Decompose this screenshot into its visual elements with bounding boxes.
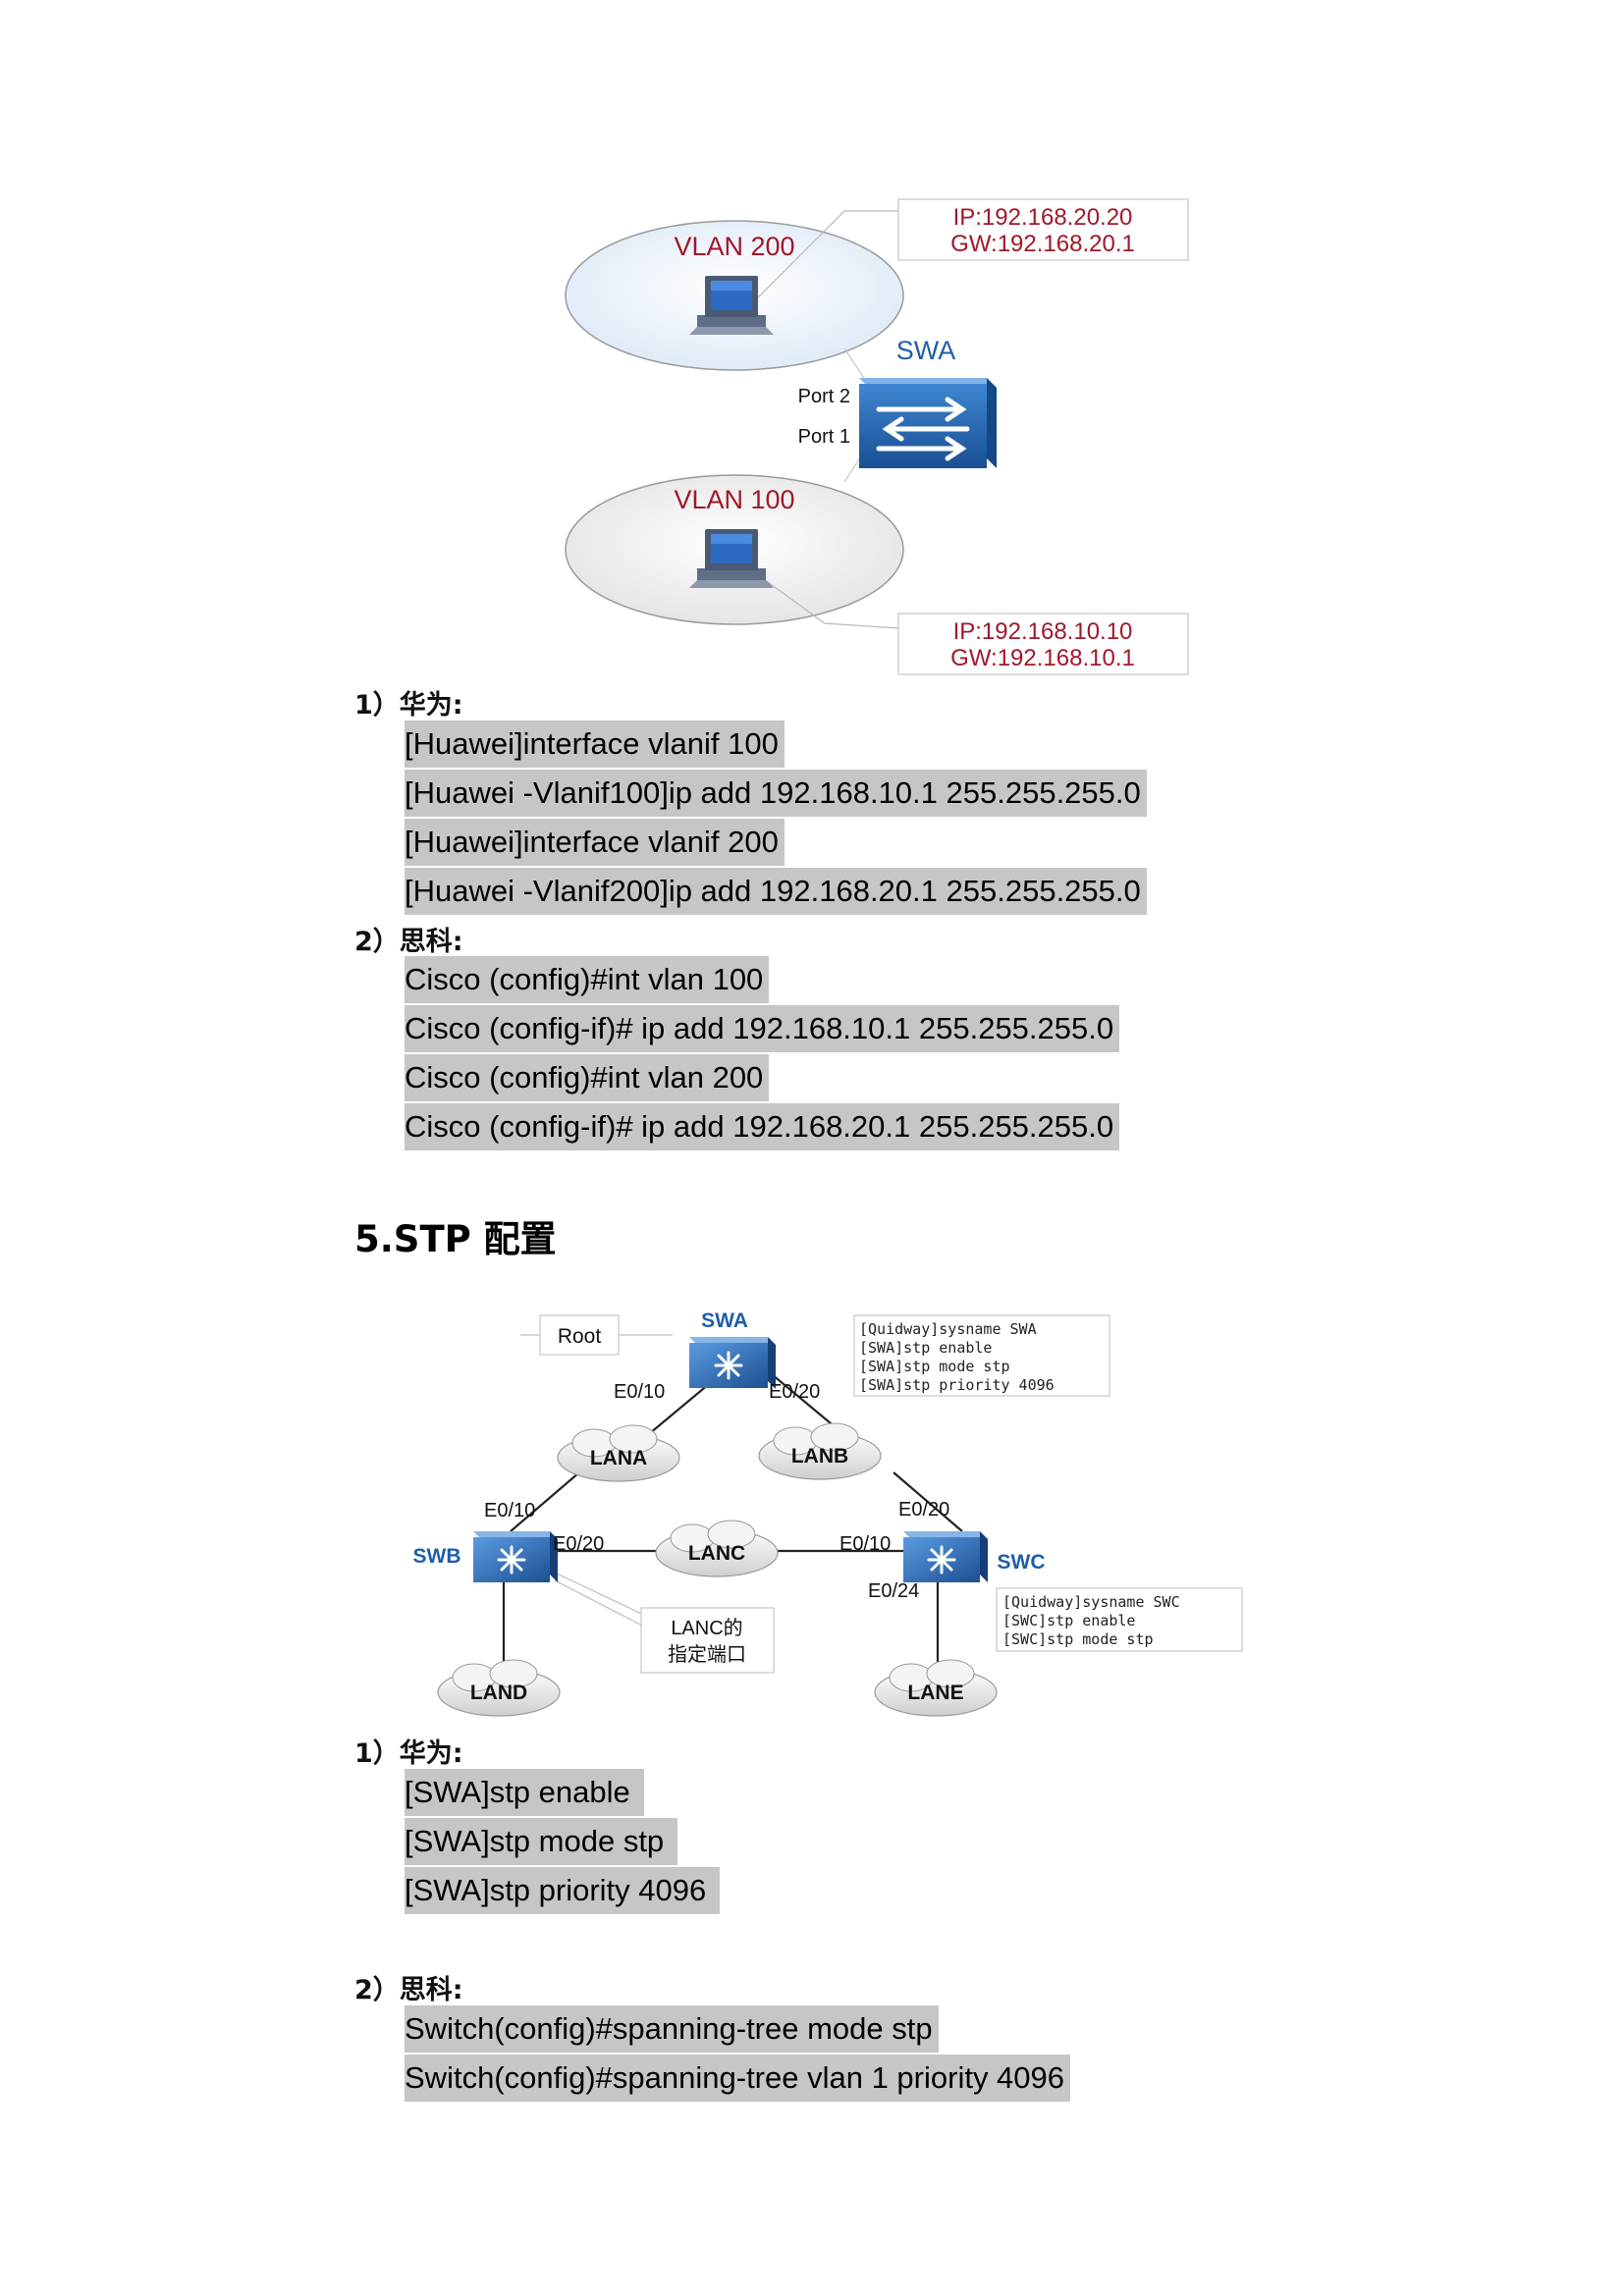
swa-label: SWA [701, 1309, 748, 1332]
port2-label: Port 2 [798, 386, 850, 407]
section1-huawei-line-2: [Huawei -Vlanif100]ip add 192.168.10.1 2… [405, 770, 1147, 817]
section1-cisco-line-4: Cisco (config-if)# ip add 192.168.20.1 2… [405, 1103, 1120, 1150]
lanb-label: LANB [791, 1445, 848, 1468]
callout-bottom-gw: GW:192.168.10.1 [950, 645, 1135, 671]
section1-cisco-line-2: Cisco (config-if)# ip add 192.168.10.1 2… [405, 1005, 1120, 1052]
swc-config-line-1: [Quidway]sysname SWC [1002, 1593, 1180, 1611]
switch-icon-swa [859, 378, 997, 468]
section1-huawei-line-1: [Huawei]interface vlanif 100 [405, 721, 785, 768]
section2-cisco-line-1: Switch(config)#spanning-tree mode stp [405, 2005, 939, 2053]
vlan200-label: VLAN 200 [674, 232, 794, 261]
swa-config-line-3: [SWA]stp mode stp [859, 1358, 1010, 1375]
swa-port-e020: E0/20 [769, 1381, 820, 1403]
cloud-icon-lana [557, 1424, 680, 1482]
swc-port-e020: E0/20 [898, 1499, 949, 1521]
switch-icon-swa [689, 1337, 776, 1389]
port1-label: Port 1 [798, 426, 850, 448]
section1-huawei-line-3: [Huawei]interface vlanif 200 [405, 819, 785, 866]
section1-cisco-line-3: Cisco (config)#int vlan 200 [405, 1054, 770, 1101]
switch-icon-swb [473, 1531, 558, 1582]
section1-cisco-label: 2）思科: [354, 927, 463, 957]
callout-top-ip: IP:192.168.20.20 [953, 204, 1133, 231]
cloud-icon-lane [874, 1659, 998, 1717]
cloud-icon-lanb [758, 1422, 882, 1480]
section2-huawei-line-3: [SWA]stp priority 4096 [405, 1867, 721, 1914]
swa-config-line-2: [SWA]stp enable [859, 1339, 992, 1357]
computer-icon-vlan100 [689, 529, 774, 588]
swc-config-line-2: [SWC]stp enable [1002, 1612, 1135, 1629]
lanc-label: LANC [688, 1542, 745, 1565]
section1-huawei-line-4: [Huawei -Vlanif200]ip add 192.168.20.1 2… [405, 868, 1147, 915]
swb-port-e020: E0/20 [553, 1533, 604, 1555]
swa-port-e010: E0/10 [614, 1381, 665, 1403]
swc-port-e010: E0/10 [839, 1533, 891, 1555]
vlan100-label: VLAN 100 [674, 485, 794, 514]
swc-label: SWC [998, 1551, 1046, 1574]
section2-huawei-line-1: [SWA]stp enable [405, 1769, 644, 1816]
swc-config-line-3: [SWC]stp mode stp [1002, 1630, 1154, 1648]
switch-icon-swc [903, 1531, 988, 1582]
section2-huawei-line-2: [SWA]stp mode stp [405, 1818, 678, 1865]
swb-port-e010: E0/10 [484, 1500, 535, 1522]
section2-huawei-label: 1）华为: [354, 1738, 463, 1769]
callout-top-gw: GW:192.168.20.1 [950, 231, 1135, 257]
swa-config-line-1: [Quidway]sysname SWA [859, 1320, 1037, 1338]
stp-diagram: Root [413, 1309, 1243, 1717]
lanc-note-line2: 指定端口 [668, 1643, 746, 1666]
section1-cisco-line-1: Cisco (config)#int vlan 100 [405, 956, 770, 1003]
swc-port-e024: E0/24 [868, 1580, 919, 1602]
lana-label: LANA [590, 1447, 647, 1469]
section2-cisco-label: 2）思科: [354, 1975, 463, 2005]
cloud-icon-lanc [655, 1520, 779, 1577]
land-label: LAND [470, 1682, 527, 1704]
vlan-diagram: VLAN 200 VLAN 100 SWA Port 2 Port 1 IP:1… [565, 198, 1189, 675]
switch-label: SWA [896, 336, 956, 365]
section2-cisco-line-2: Switch(config)#spanning-tree vlan 1 prio… [405, 2055, 1071, 2102]
lanc-note-line1: LANC的 [671, 1617, 742, 1639]
swa-config-line-4: [SWA]stp priority 4096 [859, 1376, 1055, 1394]
section1-huawei-label: 1）华为: [354, 690, 463, 721]
computer-icon-vlan200 [689, 276, 774, 335]
cloud-icon-land [437, 1659, 561, 1717]
callout-bottom-ip: IP:192.168.10.10 [953, 618, 1133, 645]
lane-label: LANE [907, 1682, 963, 1704]
stp-heading: 5.STP 配置 [354, 1218, 557, 1260]
root-label: Root [558, 1325, 602, 1348]
swb-label: SWB [413, 1545, 461, 1568]
